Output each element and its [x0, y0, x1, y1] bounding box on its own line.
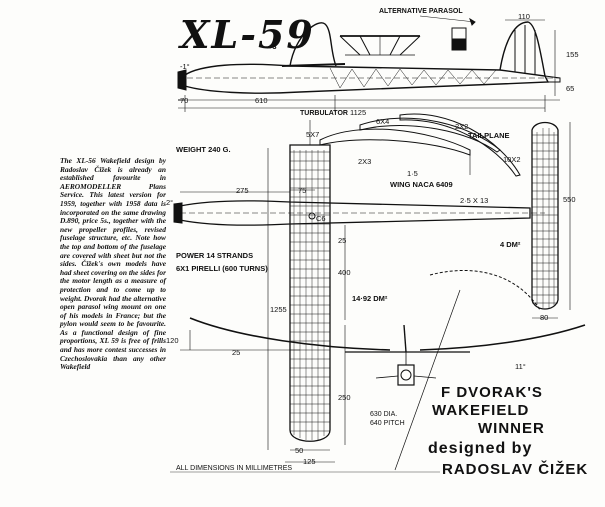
dim-610: 610 [255, 96, 268, 105]
design-description: The XL-56 Wakefield design by Radoslav Č… [60, 156, 166, 372]
side-view [177, 19, 561, 112]
credit-designed-by: designed by [428, 440, 533, 457]
dim-80: 80 [540, 313, 549, 322]
dim-1125: 1125 [350, 108, 367, 117]
dim-275: 275 [236, 186, 249, 195]
label-tailplane: TAILPLANE [468, 131, 510, 140]
dim-550: 550 [563, 195, 576, 204]
dim-25-front: 25 [232, 348, 241, 357]
dim-250: 250 [338, 393, 351, 402]
label-turbulator: TURBULATOR [300, 110, 348, 117]
label-side-thrust: 2° [166, 198, 174, 207]
dim-2-5x13: 2·5 X 13 [460, 196, 489, 205]
label-incidence-tail: -1° [180, 62, 190, 71]
dim-2x2: 2X2 [455, 122, 469, 131]
dim-25-top: 25 [338, 236, 347, 245]
alternative-parasol-view [339, 15, 476, 56]
dim-1-5: 1·5 [407, 169, 418, 178]
dim-75: 75 [298, 186, 307, 195]
credit-winner: WINNER [478, 420, 545, 437]
dim-10x2: 10X2 [503, 155, 521, 164]
label-weight: WEIGHT 240 G. [176, 145, 231, 154]
plan-title: XL-59 [180, 12, 315, 57]
dim-125: 125 [303, 457, 316, 466]
dim-2x3: 2X3 [358, 157, 372, 166]
label-incidence-wing: +3 [268, 42, 277, 51]
label-c6: C6 [316, 214, 326, 223]
credit-designer: RADOSLAV ČIŽEK [442, 461, 589, 478]
dim-70: 70 [180, 96, 189, 105]
front-view [180, 317, 586, 386]
dim-6x4: 6X4 [376, 117, 390, 126]
label-dihedral-angle: 11° [515, 362, 526, 371]
dim-120: 120 [166, 336, 179, 345]
label-power-rubber: 6X1 PIRELLI (600 TURNS) [176, 264, 268, 273]
dim-1255: 1255 [270, 305, 287, 314]
plan-view-fuselage [173, 189, 545, 226]
dim-110: 110 [518, 12, 530, 21]
dim-65: 65 [566, 84, 575, 93]
label-all-dimensions: ALL DIMENSIONS IN MILLIMETRES [176, 465, 293, 472]
dim-400: 400 [338, 268, 351, 277]
label-tail-area: 4 DM² [500, 240, 521, 249]
label-propeller: 630 DIA. 640 PITCH [370, 411, 405, 427]
wing-plan-view [267, 120, 346, 463]
dim-50: 50 [295, 446, 304, 455]
credit-dvorak: F DVORAK'S [441, 384, 543, 401]
propeller-arc [394, 269, 541, 471]
tailplane-plan-view [531, 121, 571, 319]
dim-5x7: 5X7 [306, 130, 320, 139]
label-wing-area: 14·92 DM² [352, 294, 388, 303]
credit-wakefield: WAKEFIELD [432, 402, 530, 419]
label-wing-section: WING NACA 6409 [390, 180, 453, 189]
label-alternative-parasol: ALTERNATIVE PARASOL [379, 8, 463, 15]
wing-section-profiles [319, 113, 521, 177]
dim-155: 155 [566, 50, 579, 59]
label-power: POWER 14 STRANDS [176, 251, 254, 260]
